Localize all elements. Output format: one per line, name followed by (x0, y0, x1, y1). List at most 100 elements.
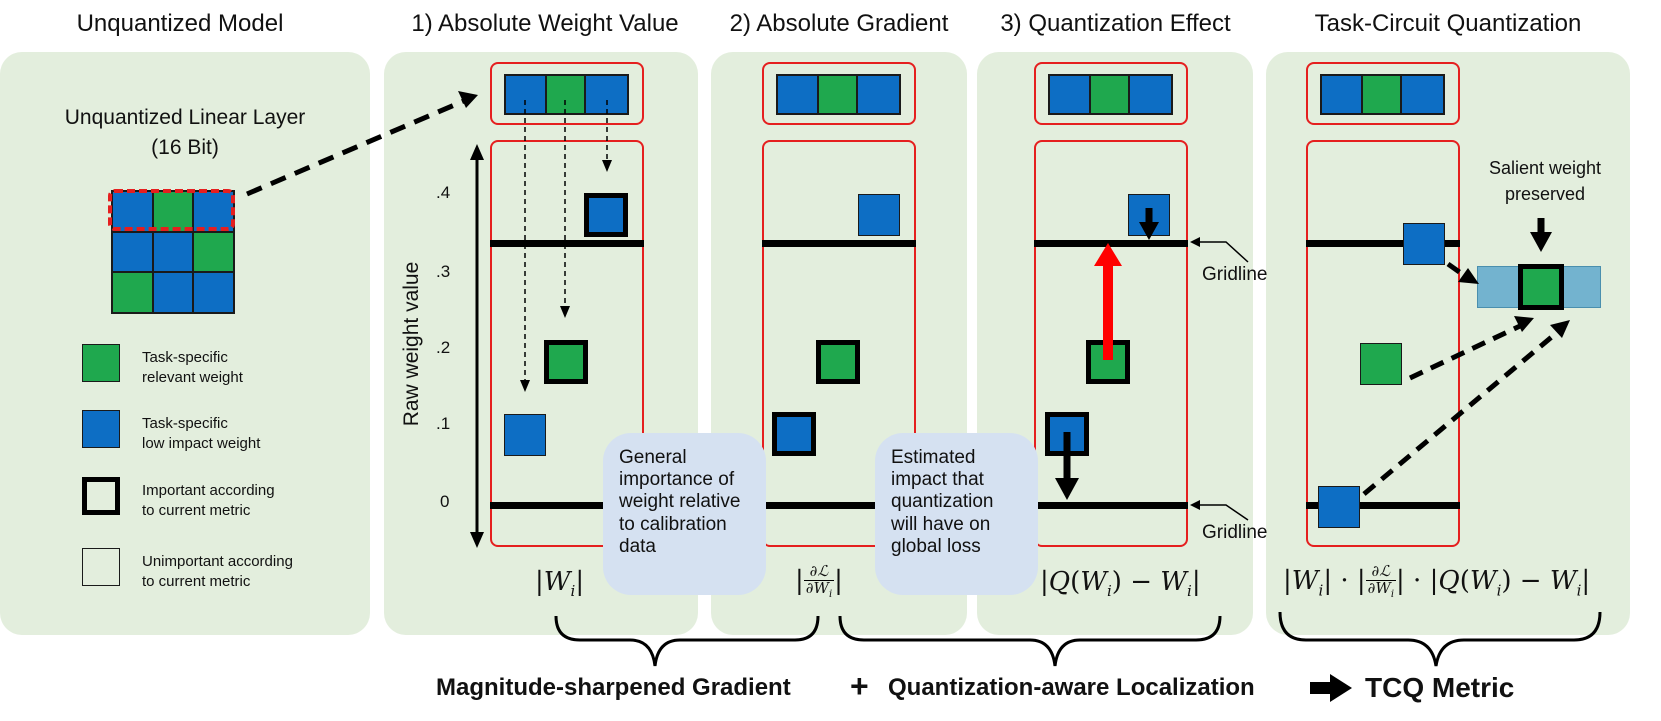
tick-03: .3 (436, 262, 451, 281)
row-cell-blue (858, 76, 899, 113)
layer-to-row-arrow (246, 91, 478, 197)
legend-blue-line2: low impact weight (142, 435, 261, 453)
grid-cell (152, 231, 194, 273)
row-cell-green (546, 76, 587, 113)
title-quant-effect: 3) Quantization Effect (1000, 10, 1231, 37)
tcq-arrow-from-green (1408, 316, 1534, 381)
legend-important-line2: to current metric (142, 502, 251, 520)
p2-weight-green (816, 340, 860, 384)
p1-weight-row (504, 74, 629, 115)
bubble-estimated-line: Estimated (891, 447, 976, 468)
formula-tcq: |Wi| · |∂ℒ∂Wi| · |Q(Wi) − Wi| (1283, 562, 1591, 600)
p3-black-down-arrow-high (1139, 208, 1159, 240)
panel-tcq (1266, 52, 1630, 635)
p2-weight-row (776, 74, 901, 115)
bubble-estimated-line: quantization (891, 491, 994, 513)
legend-green-swatch (82, 344, 120, 382)
layer-bits: (16 Bit) (151, 136, 219, 159)
legend-blue-label: Task-specific low impact weight (142, 414, 260, 455)
p3-red-up-arrow (1094, 243, 1122, 360)
label-tcq-metric: TCQ Metric (1365, 672, 1515, 703)
p3-top-redbox (1034, 62, 1188, 125)
bubble-general-importance: General importance of weight relative to… (603, 433, 766, 595)
p1-weight-blue-high (584, 193, 628, 237)
label-quantization-aware-localization: Quantization-aware Localization (888, 674, 1255, 701)
bubble-estimated-impact: Estimated impact that quantization will … (875, 433, 1038, 595)
gridline-leader-upper (1190, 237, 1249, 263)
legend-green-label: Task-specific relevant weight (142, 348, 243, 389)
legend-green-line2: relevant weight (142, 369, 243, 387)
salient-label-line1: Salient weight (1488, 158, 1602, 178)
p1-plot-redbox (490, 140, 644, 547)
p2-weight-blue-low (772, 412, 816, 456)
p3-black-down-arrow-low (1055, 432, 1079, 500)
legend-blue-swatch (82, 410, 120, 448)
selected-row-highlight (108, 189, 235, 231)
formula-abs-weight: |Wi| (535, 567, 585, 601)
tcq-arrow-from-low (1362, 320, 1570, 496)
p2-weight-blue-high (858, 194, 900, 236)
row-cell-blue (1322, 76, 1363, 113)
p2-gridline-zero (762, 502, 916, 509)
p1-weight-blue-low (504, 414, 546, 456)
salient-down-arrow (1530, 218, 1552, 252)
p1-gridline-upper (490, 240, 644, 247)
title-abs-weight: 1) Absolute Weight Value (411, 10, 679, 37)
salient-weight (1518, 264, 1564, 310)
title-tcq: Task-Circuit Quantization (1314, 10, 1582, 37)
grid-cell (193, 231, 234, 273)
title-abs-grad: 2) Absolute Gradient (729, 10, 949, 37)
panel-unquantized (0, 52, 370, 635)
legend-unimportant-swatch (82, 548, 120, 586)
bubble-estimated-line: global loss (891, 535, 981, 557)
p3-weight-row (1048, 74, 1173, 115)
row-cell-green (1090, 76, 1131, 113)
row-cell-blue (1402, 76, 1443, 113)
row-cell-blue (1050, 76, 1091, 113)
gridline-label-lower: Gridline (1202, 522, 1268, 543)
bottom-big-arrow (1310, 674, 1352, 702)
brace-quantization-aware (838, 615, 1222, 667)
p4-plot-redbox (1306, 140, 1460, 547)
bubble-general-line: importance of (619, 469, 735, 491)
p4-gridline-upper (1306, 240, 1460, 247)
grid-cell (112, 231, 153, 273)
legend-unimportant-line1: Unimportant according (142, 553, 293, 570)
p1-gridline-zero (490, 502, 644, 509)
p2-gridline-upper (762, 240, 916, 247)
p4-top-redbox (1306, 62, 1460, 125)
p3-plot-redbox (1034, 140, 1188, 547)
legend-important-swatch (82, 477, 120, 515)
legend-unimportant-label: Unimportant according to current metric (142, 552, 293, 593)
bubble-general-line: data (619, 535, 656, 557)
bubble-general-line: to calibration (619, 513, 727, 535)
p3-gridline-zero (1034, 502, 1188, 509)
tick-04: .4 (436, 183, 451, 202)
legend-important-line1: Important according (142, 482, 275, 499)
layer-title: Unquantized Linear Layer (64, 106, 306, 129)
grid-cell (152, 272, 194, 313)
brace-tcq (1278, 611, 1602, 667)
gridline-leader-lower (1190, 500, 1249, 521)
row-cell-green (818, 76, 859, 113)
p1-drop-arrows (520, 100, 612, 392)
p2-top-redbox (762, 62, 916, 125)
row-cell-blue (1130, 76, 1171, 113)
gridline-label-upper: Gridline (1202, 264, 1268, 285)
row-cell-blue (778, 76, 819, 113)
tick-0: 0 (440, 492, 450, 511)
p1-top-redbox (490, 62, 644, 125)
p1-weight-green (544, 340, 588, 384)
legend-important-label: Important according to current metric (142, 481, 275, 522)
bubble-general-line: General (619, 447, 687, 468)
p4-weight-row (1320, 74, 1445, 115)
p4-weight-green (1360, 343, 1402, 385)
row-cell-blue (586, 76, 627, 113)
bubble-general-line: weight relative (619, 491, 741, 513)
p4-gridline-zero (1306, 502, 1460, 509)
legend-unimportant-line2: to current metric (142, 573, 251, 591)
tick-02: .2 (436, 338, 451, 357)
tick-01: .1 (436, 414, 451, 433)
